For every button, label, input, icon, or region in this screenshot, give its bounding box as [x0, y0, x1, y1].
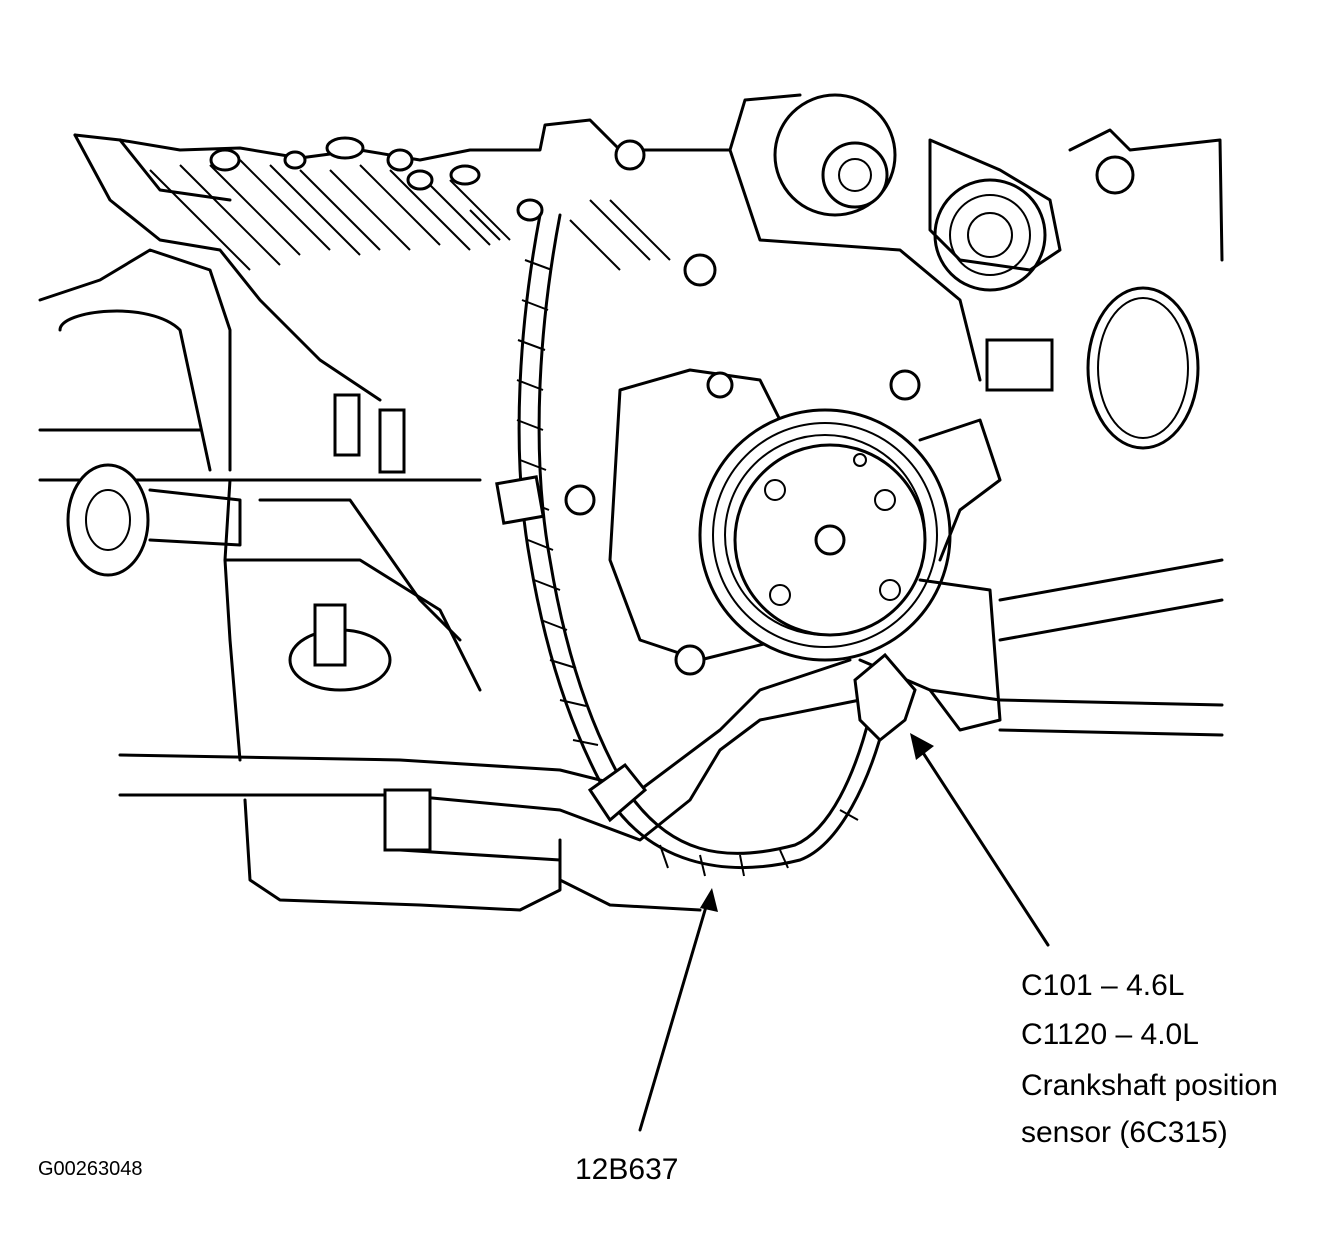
connector-c101-label: C101 – 4.6L — [1021, 969, 1185, 1002]
crankshaft-sensor-label-line2: sensor (6C315) — [1021, 1116, 1228, 1149]
engine-block — [38, 248, 702, 912]
harness-label: 12B637 — [575, 1153, 679, 1186]
figure-id: G00263048 — [38, 1158, 143, 1180]
wiring-harness — [495, 213, 917, 877]
ac-compressor — [564, 368, 1002, 676]
connector-c1120-label: C1120 – 4.0L — [1021, 1018, 1199, 1051]
pipes-and-bracket — [118, 558, 1224, 862]
pulleys — [614, 93, 1224, 450]
intake-manifold — [73, 93, 802, 402]
callout-arrows — [638, 733, 1050, 1132]
crankshaft-sensor-label-line1: Crankshaft position — [1021, 1069, 1278, 1102]
